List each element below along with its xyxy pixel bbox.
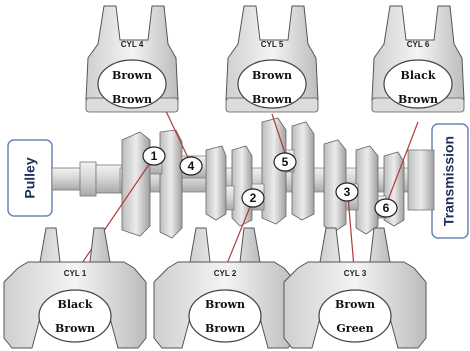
pulley-label: Pulley bbox=[22, 157, 38, 198]
rod-title: CYL 3 bbox=[344, 269, 367, 278]
crankshaft bbox=[51, 117, 435, 239]
rod-top-label: Brown bbox=[112, 69, 152, 82]
leader-line-cyl3 bbox=[347, 195, 355, 269]
rod-bottom-label: Brown bbox=[205, 322, 245, 335]
journal-marker-4: 4 bbox=[179, 156, 203, 176]
rod-top-label: Brown bbox=[252, 69, 292, 82]
journal-number: 3 bbox=[344, 185, 351, 199]
rod-bottom-label: Brown bbox=[398, 93, 438, 106]
rod-bottom-label: Brown bbox=[252, 93, 292, 106]
rod-bottom-label: Brown bbox=[55, 322, 95, 335]
journal-marker-1: 1 bbox=[142, 146, 166, 166]
rod-title: CYL 5 bbox=[261, 40, 284, 49]
rod-title: CYL 4 bbox=[121, 40, 144, 49]
connecting-rod-cyl3: CYL 3 Brown Green bbox=[283, 227, 427, 349]
leader-line-cyl1 bbox=[75, 159, 153, 273]
pulley-box: Pulley bbox=[7, 139, 53, 217]
journal-number: 1 bbox=[151, 149, 158, 163]
rod-bottom-label: Green bbox=[336, 322, 373, 335]
connecting-rod-cyl2: CYL 2 Brown Brown bbox=[153, 227, 297, 349]
journal-number: 2 bbox=[250, 191, 257, 205]
journal-marker-2: 2 bbox=[241, 188, 265, 208]
journal-marker-6: 6 bbox=[374, 198, 398, 218]
journal-marker-5: 5 bbox=[273, 152, 297, 172]
transmission-box: Transmission bbox=[431, 123, 469, 239]
rod-bottom-label: Brown bbox=[112, 93, 152, 106]
rod-title: CYL 6 bbox=[407, 40, 430, 49]
leader-line-cyl6 bbox=[387, 121, 419, 201]
rod-top-label: Brown bbox=[335, 298, 375, 311]
connecting-rod-cyl5: CYL 5 Brown Brown bbox=[225, 5, 319, 113]
connecting-rod-cyl1: CYL 1 Black Brown bbox=[3, 227, 147, 349]
leader-line-cyl5 bbox=[271, 113, 287, 157]
rod-top-label: Black bbox=[58, 298, 93, 311]
rod-top-label: Black bbox=[401, 69, 436, 82]
connecting-rod-cyl6: CYL 6 Black Brown bbox=[371, 5, 465, 113]
journal-marker-3: 3 bbox=[335, 182, 359, 202]
rod-top-label: Brown bbox=[205, 298, 245, 311]
journal-number: 6 bbox=[383, 201, 390, 215]
rod-title: CYL 2 bbox=[214, 269, 237, 278]
journal-number: 4 bbox=[188, 159, 195, 173]
journal-number: 5 bbox=[282, 155, 289, 169]
connecting-rod-cyl4: CYL 4 Brown Brown bbox=[85, 5, 179, 113]
rod-title: CYL 1 bbox=[64, 269, 87, 278]
transmission-label: Transmission bbox=[441, 136, 457, 226]
